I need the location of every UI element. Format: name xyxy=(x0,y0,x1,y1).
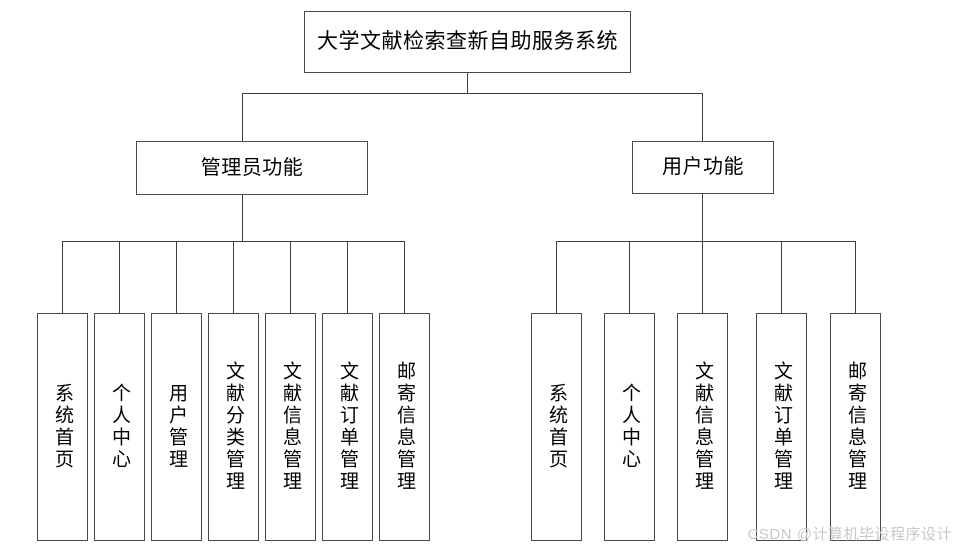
node-leaf-admin-3-label: 用户管理 xyxy=(166,383,187,471)
node-leaf-user-4[interactable]: 文献订单管理 xyxy=(756,313,807,541)
node-leaf-admin-2[interactable]: 个人中心 xyxy=(94,313,145,541)
connector-user-leg-2 xyxy=(629,241,630,313)
node-leaf-admin-1-label: 系统首页 xyxy=(52,383,73,471)
node-leaf-user-4-label: 文献订单管理 xyxy=(771,361,792,493)
node-leaf-user-1-label: 系统首页 xyxy=(546,383,567,471)
node-leaf-admin-7[interactable]: 邮寄信息管理 xyxy=(379,313,430,541)
connector-admin-leg-6 xyxy=(347,241,348,313)
connector-user-leg-1 xyxy=(556,241,557,313)
connector-user-stem xyxy=(702,194,703,241)
connector-drop-admin xyxy=(242,93,243,141)
node-leaf-admin-2-label: 个人中心 xyxy=(109,383,130,471)
connector-user-bus xyxy=(556,241,855,242)
connector-admin-leg-2 xyxy=(119,241,120,313)
node-root-label: 大学文献检索查新自助服务系统 xyxy=(317,29,618,53)
node-leaf-admin-5-label: 文献信息管理 xyxy=(280,361,301,493)
node-leaf-admin-6-label: 文献订单管理 xyxy=(337,361,358,493)
node-leaf-admin-4[interactable]: 文献分类管理 xyxy=(208,313,259,541)
node-leaf-admin-5[interactable]: 文献信息管理 xyxy=(265,313,316,541)
connector-user-leg-3 xyxy=(702,241,703,313)
node-leaf-admin-6[interactable]: 文献订单管理 xyxy=(322,313,373,541)
watermark: CSDN @计算机毕设程序设计 xyxy=(747,526,952,543)
connector-admin-leg-5 xyxy=(290,241,291,313)
connector-admin-leg-7 xyxy=(404,241,405,313)
node-branch-admin[interactable]: 管理员功能 xyxy=(136,141,368,195)
connector-top-bus xyxy=(242,93,703,94)
node-leaf-user-2-label: 个人中心 xyxy=(619,383,640,471)
node-root[interactable]: 大学文献检索查新自助服务系统 xyxy=(304,11,631,73)
connector-admin-leg-1 xyxy=(62,241,63,313)
node-leaf-user-3[interactable]: 文献信息管理 xyxy=(677,313,728,541)
connector-admin-leg-3 xyxy=(176,241,177,313)
node-leaf-user-1[interactable]: 系统首页 xyxy=(531,313,582,541)
node-branch-user-label: 用户功能 xyxy=(662,156,744,178)
node-branch-admin-label: 管理员功能 xyxy=(200,156,304,179)
connector-admin-leg-4 xyxy=(233,241,234,313)
node-leaf-user-5-label: 邮寄信息管理 xyxy=(845,361,866,493)
node-leaf-user-3-label: 文献信息管理 xyxy=(692,361,713,493)
connector-admin-stem xyxy=(242,195,243,241)
node-branch-user[interactable]: 用户功能 xyxy=(632,141,774,194)
node-leaf-user-2[interactable]: 个人中心 xyxy=(604,313,655,541)
connector-root-stem xyxy=(467,73,468,93)
node-leaf-admin-3[interactable]: 用户管理 xyxy=(151,313,202,541)
connector-drop-user xyxy=(702,93,703,141)
connector-user-leg-4 xyxy=(781,241,782,313)
connector-user-leg-5 xyxy=(855,241,856,313)
node-leaf-admin-1[interactable]: 系统首页 xyxy=(37,313,88,541)
node-leaf-user-5[interactable]: 邮寄信息管理 xyxy=(830,313,881,541)
node-leaf-admin-7-label: 邮寄信息管理 xyxy=(394,361,415,493)
node-leaf-admin-4-label: 文献分类管理 xyxy=(223,361,244,493)
